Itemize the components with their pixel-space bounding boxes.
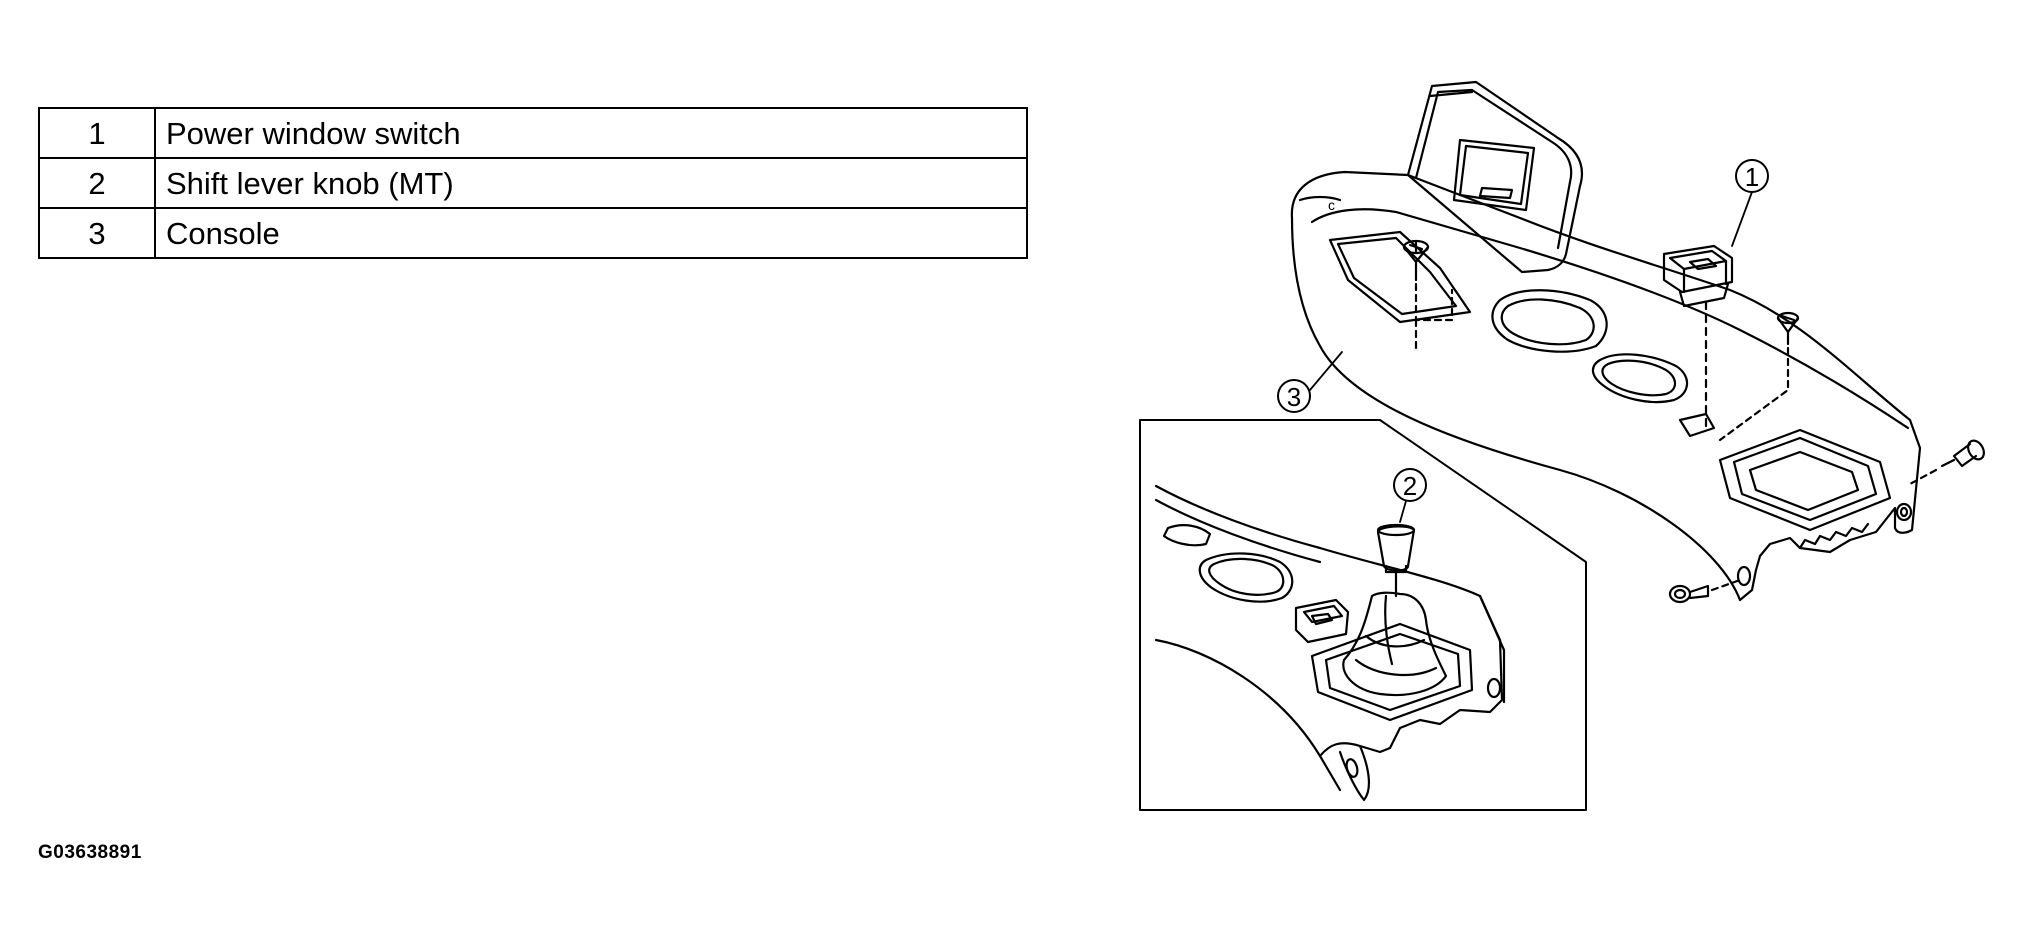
- power-window-switch: [1662, 244, 1734, 432]
- legend-row: 3 Console: [38, 207, 1028, 259]
- legend-row: 1 Power window switch: [38, 107, 1028, 159]
- switch-screw: [1718, 311, 1800, 442]
- armrest-lid: [1406, 80, 1584, 274]
- callout-3: 3: [1277, 351, 1343, 413]
- callout-1: 1: [1731, 159, 1769, 247]
- legend-row-number: 1: [38, 107, 156, 159]
- legend-row-number: 3: [38, 207, 156, 259]
- legend-row-description: Power window switch: [154, 107, 1028, 159]
- callout-1-label: 1: [1745, 162, 1759, 192]
- figure-id-label: G03638891: [38, 842, 142, 863]
- legend-row: 2 Shift lever knob (MT): [38, 157, 1028, 209]
- rear-left-screw: [1668, 578, 1742, 604]
- svg-text:c: c: [1328, 197, 1335, 213]
- parts-legend-table: 1 Power window switch 2 Shift lever knob…: [38, 107, 1028, 259]
- callout-3-label: 3: [1287, 382, 1301, 412]
- rear-right-screw: [1908, 439, 1985, 486]
- callout-2: 2: [1393, 468, 1427, 523]
- inset-detail: [1139, 419, 1587, 811]
- bin-screw: [1402, 239, 1454, 350]
- callout-2-label: 2: [1403, 471, 1417, 501]
- legend-row-number: 2: [38, 157, 156, 209]
- legend-row-description: Shift lever knob (MT): [154, 157, 1028, 209]
- legend-row-description: Console: [154, 207, 1028, 259]
- console-body: c: [1290, 170, 1922, 602]
